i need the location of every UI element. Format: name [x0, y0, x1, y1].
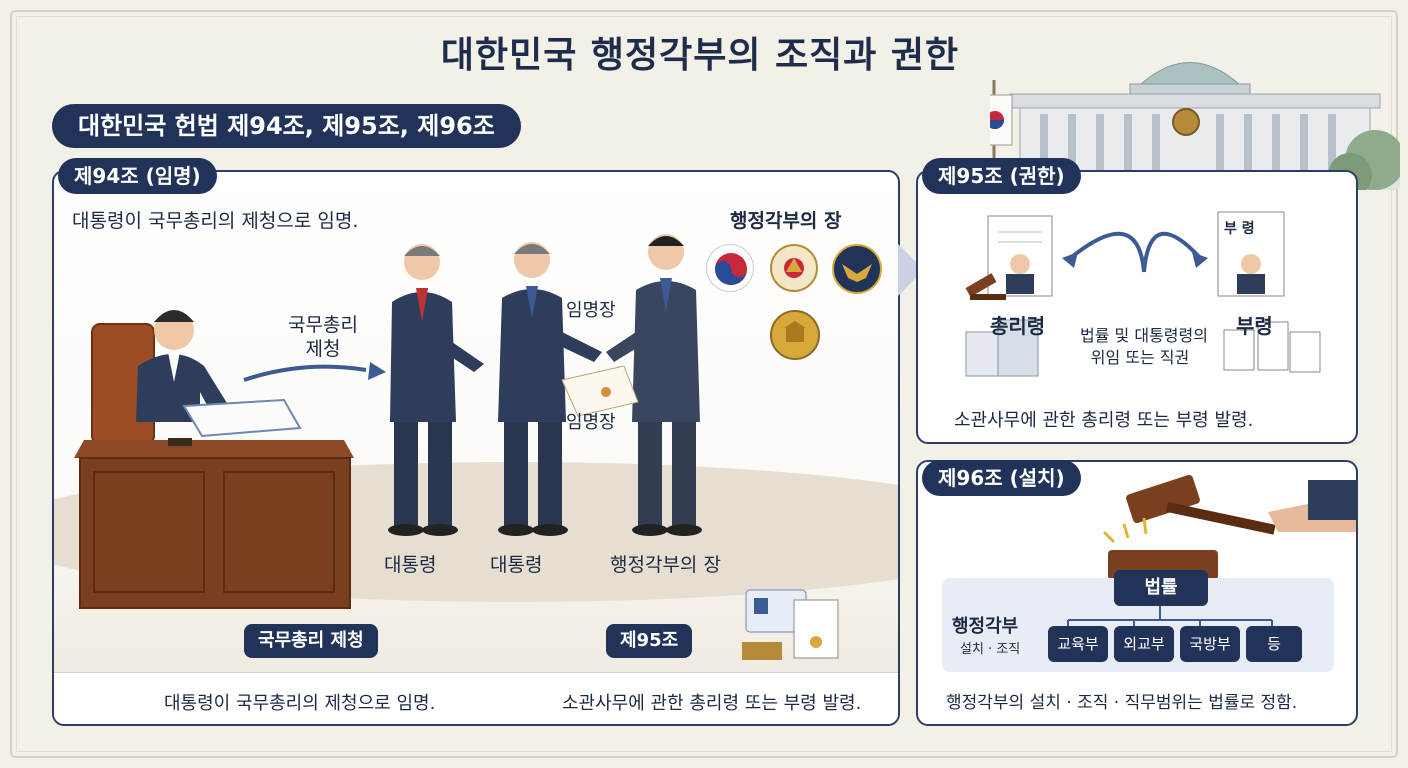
article94-panel: 대통령이 국무총리의 제청으로 임명. 행정각부의 장 — [52, 170, 900, 726]
arrow-label-line2: 제청 — [305, 338, 341, 360]
ministry-box-defense: 국방부 — [1180, 626, 1240, 662]
article96-tag: 제96조 (설치) — [922, 460, 1081, 496]
pm-recommendation-pill: 국무총리 제청 — [244, 624, 378, 658]
outer-frame — [10, 10, 1398, 758]
chevron-right-icon — [898, 244, 924, 296]
doc-header: 부 령 — [1224, 221, 1255, 237]
article95-panel: 부 령 총리령 부령 법률 및 대통령령의 위임 또는 직권 소관사무에 관한 … — [916, 170, 1358, 444]
article96-description: 행정각부의 설치 · 조직 · 직무범위는 법률로 정함. — [946, 693, 1298, 713]
heads-label: 행정각부의 장 — [730, 210, 842, 232]
decree-illustration — [965, 211, 1321, 377]
ministry-decree-label: 부령 — [1236, 314, 1273, 338]
figure-label-president-2: 대통령 — [490, 554, 543, 576]
certificate-label-top: 임명장 — [566, 300, 616, 321]
government-seal-icon — [770, 310, 820, 360]
arrow-label-line1: 국무총리 — [288, 314, 358, 336]
ministry-box-education: 교육부 — [1048, 626, 1108, 662]
pm-decree-label: 총리령 — [990, 314, 1046, 338]
article96-panel: 법률 행정각부 설치 · 조직 교육부 외교부 국방부 등 행정각부의 설치 ·… — [916, 460, 1358, 726]
org-sub-label: 설치 · 조직 — [960, 642, 1021, 657]
bottom-right-text: 소관사무에 관한 총리령 또는 부령 발령. — [562, 693, 862, 714]
article95-tag: 제95조 (권한) — [922, 158, 1081, 194]
article94-bottom-band: 대통령이 국무총리의 제청으로 임명. 소관사무에 관한 총리령 또는 부령 발… — [54, 672, 898, 724]
police-emblem-icon — [770, 244, 818, 292]
figure-label-minister: 행정각부의 장 — [610, 554, 721, 576]
law-box: 법률 — [1114, 570, 1208, 606]
taegeuk-emblem-icon — [706, 244, 754, 292]
article95-description: 소관사무에 관한 총리령 또는 부령 발령. — [954, 410, 1254, 431]
delegation-line1: 법률 및 대통령령의 — [1080, 326, 1208, 345]
delegation-line2: 위임 또는 직권 — [1090, 348, 1190, 367]
subtitle-pill: 대한민국 헌법 제94조, 제95조, 제96조 — [52, 104, 521, 148]
figure-label-president-1: 대통령 — [384, 554, 437, 576]
bottom-left-text: 대통령이 국무총리의 제청으로 임명. — [164, 693, 436, 714]
article94-tag: 제94조 (임명) — [58, 158, 217, 194]
ministry-box-foreign: 외교부 — [1114, 626, 1174, 662]
article94-description: 대통령이 국무총리의 제청으로 임명. — [72, 210, 359, 232]
article95-pill: 제95조 — [606, 624, 693, 658]
org-label: 행정각부 — [952, 616, 1019, 637]
ministry-box-etc: 등 — [1246, 626, 1302, 662]
page-title: 대한민국 행정각부의 조직과 권한 — [440, 35, 960, 76]
appointment-scene-illustration — [54, 234, 898, 660]
certificate-label-bottom: 임명장 — [566, 412, 616, 433]
eagle-emblem-icon — [832, 244, 882, 294]
inner-frame — [16, 16, 1392, 752]
